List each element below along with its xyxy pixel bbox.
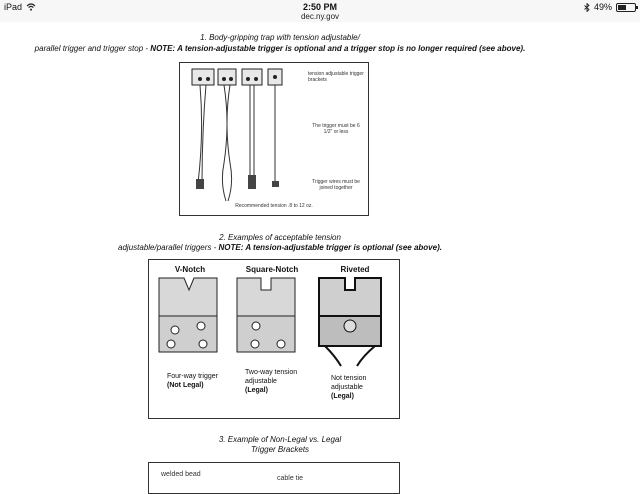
square-notch-bracket: [236, 277, 296, 353]
bluetooth-icon: [584, 2, 590, 12]
v-notch-bracket: [158, 277, 218, 353]
riveted-title: Riveted: [340, 265, 370, 274]
section2-subtitle-text: adjustable/parallel triggers -: [118, 243, 219, 252]
device-label: iPad: [4, 2, 23, 12]
trap-trigger-figure: tension adjustable trigger brackets The …: [179, 62, 369, 216]
clock: 2:50 PM: [302, 2, 337, 12]
section2-subtitle: adjustable/parallel triggers - NOTE: A t…: [0, 243, 560, 253]
tension-label: Recommended tension .8 to 12 oz.: [235, 203, 313, 209]
riveted-bracket: [318, 277, 382, 367]
trigger-drawing: [191, 68, 283, 202]
square-notch-title: Square-Notch: [245, 265, 299, 274]
wires-label: Trigger wires must be joined together: [312, 179, 360, 191]
section1-note: NOTE: A tension-adjustable trigger is op…: [150, 44, 526, 53]
cable-tie-label: cable tie: [277, 475, 304, 482]
welded-bead-label: welded bead: [161, 471, 201, 478]
trigger-types-figure: V-Notch Square-Notch Riveted Four-way tr…: [148, 259, 400, 419]
v-notch-desc: Four-way trigger: [167, 373, 218, 380]
v-notch-note: Four-way trigger (Not Legal): [167, 372, 227, 390]
square-notch-legal: (Legal): [245, 387, 268, 394]
v-notch-legal: (Not Legal): [167, 382, 204, 389]
bracket-comparison-figure: welded bead cable tie: [148, 462, 400, 494]
section3-title: 3. Example of Non-Legal vs. Legal: [218, 435, 342, 444]
riveted-desc: Not tension adjustable: [331, 375, 367, 391]
status-right: 49%: [584, 2, 638, 12]
address-bar-url[interactable]: dec.ny.gov: [300, 12, 340, 21]
battery-icon: [616, 2, 638, 12]
v-notch-title: V-Notch: [174, 265, 206, 274]
wifi-icon: [26, 3, 36, 11]
riveted-legal: (Legal): [331, 393, 354, 400]
status-bar: iPad 2:50 PM dec.ny.gov 49%: [0, 0, 640, 22]
section2-title: 2. Examples of acceptable tension: [219, 233, 341, 242]
battery-percent: 49%: [593, 2, 612, 12]
square-notch-desc: Two-way tension adjustable: [245, 369, 298, 385]
status-left: iPad: [4, 2, 36, 12]
riveted-note: Not tension adjustable (Legal): [331, 374, 393, 401]
section1-subtitle: parallel trigger and trigger stop - NOTE…: [0, 44, 560, 54]
brackets-label: tension adjustable trigger brackets: [308, 71, 364, 83]
section2-note: NOTE: A tension-adjustable trigger is op…: [218, 243, 442, 252]
trigger-types-drawing: [158, 277, 382, 367]
section3-subtitle: Trigger Brackets: [250, 445, 310, 454]
square-notch-note: Two-way tension adjustable (Legal): [245, 368, 305, 395]
section1-title: 1. Body-gripping trap with tension adjus…: [200, 33, 360, 42]
length-label: The trigger must be 6 1/2" or less: [312, 123, 360, 135]
section1-subtitle-text: parallel trigger and trigger stop -: [34, 44, 151, 53]
